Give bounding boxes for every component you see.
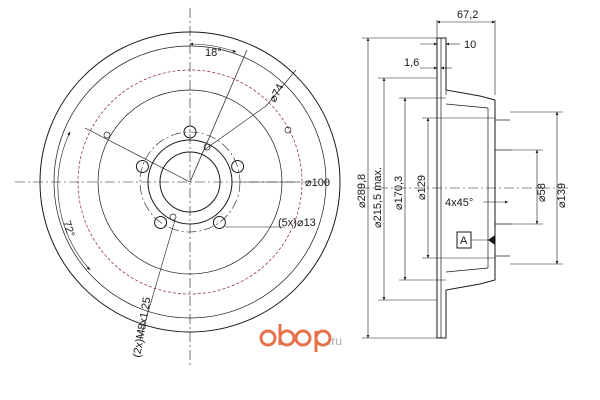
dim-74-label: ⌀74 [267,82,286,104]
leader-74-tail [265,69,297,107]
angle-72-label: 72° [60,219,77,239]
leader-74 [203,105,267,151]
datum-a-triangle [488,235,495,245]
angle-arc-72 [57,131,91,271]
front-view: 18° ⌀74 ⌀100 (5x)⌀13 72° (2x)M8x1.25 [15,8,341,365]
chamfer-label: 4x45° [445,197,473,209]
angle-18-label: 18° [205,47,222,59]
hat-bottom-line [445,267,489,273]
dia-139-label: ⌀139 [556,183,568,208]
dia-129-label: ⌀129 [416,175,428,200]
width-10-label: 10 [464,39,476,51]
width-16-label: 1,6 [404,57,419,69]
holes-label: (5x)⌀13 [278,217,316,229]
disc-profile-outline [436,37,496,339]
side-view: 67,2 10 1,6 ⌀289,8 ⌀215,5 max. [356,9,570,339]
bolt-hole-5 [135,160,149,173]
leader-thread [139,219,176,341]
bolt-hole-1 [183,125,197,139]
dia-2898-label: ⌀289,8 [356,174,368,208]
dim-100-label: ⌀100 [305,177,330,189]
bolt-hole-2 [231,160,245,173]
datum-a-label: A [460,235,468,247]
rim-mark-1 [103,131,111,139]
logo-letter-o2 [294,329,312,347]
dia-1703-label: ⌀170,3 [393,176,405,210]
watermark-logo: .ru [259,324,342,352]
bolt-hole-3 [212,216,226,229]
disc-outer-circle [39,31,341,333]
angle-line-18 [189,49,248,183]
thread-hole-1 [203,143,211,151]
bolt-hole-4 [154,216,168,229]
width-total-label: 67,2 [457,9,478,21]
logo-letter-p [314,329,332,352]
dia-2155-label: ⌀215,5 max. [372,167,384,228]
thread-label: (2x)M8x1.25 [131,296,153,358]
center-bore-circle [159,151,221,213]
hub-outer-circle [147,139,233,225]
angle-line-72 [84,127,191,183]
logo-letter-o [259,329,277,347]
hat-top-line [445,103,489,109]
rim-mark-2 [284,126,292,134]
logo-letter-b [278,324,296,347]
logo-domain: .ru [328,334,342,348]
dia-58-label: ⌀58 [536,183,548,202]
angle-arc-18 [189,42,237,53]
thread-hole-2 [169,213,177,221]
